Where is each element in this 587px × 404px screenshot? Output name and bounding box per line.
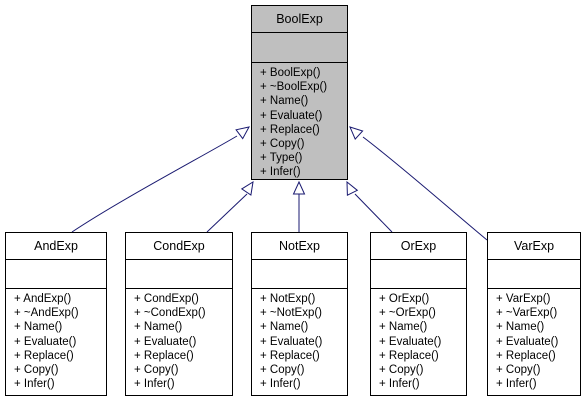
method-item: + BoolExp() <box>260 67 321 79</box>
class-name: OrExp <box>400 239 437 253</box>
method-item: + ~OrExp() <box>379 307 436 320</box>
class-name: BoolExp <box>276 12 323 26</box>
method-item: + Evaluate() <box>260 335 323 348</box>
method-item: + Copy() <box>134 363 179 376</box>
method-item: + Name() <box>260 95 309 108</box>
class-notexp: NotExp + NotExp() + ~NotExp()+ Name()+ Ev… <box>251 232 348 396</box>
method-item: + Name() <box>134 321 183 334</box>
class-varexp: VarExp + VarExp() + ~VarExp()+ Name()+ Ev… <box>487 232 581 396</box>
inheritance-edge-orexp <box>354 193 393 233</box>
class-attributes <box>488 259 580 288</box>
method-item: + Name() <box>379 321 428 334</box>
method-item: + Type() <box>260 152 303 165</box>
method-item: + ~CondExp() <box>134 307 206 320</box>
inheritance-arrowhead <box>240 181 254 196</box>
method-item: + Replace() <box>260 123 320 136</box>
method-item: + Evaluate() <box>14 335 77 348</box>
method-item: + Replace() <box>14 349 74 362</box>
inheritance-arrowhead <box>235 126 250 140</box>
method-item: + Name() <box>496 321 545 334</box>
method-item: + Replace() <box>379 349 439 362</box>
class-methods: + AndExp() + ~AndExp()+ Name()+ Evaluate(… <box>6 288 106 395</box>
method-item: + Evaluate() <box>496 335 559 348</box>
method-item: + Copy() <box>260 363 305 376</box>
inheritance-edge-andexp <box>71 135 238 233</box>
method-item: + ~NotExp() <box>260 307 322 320</box>
class-condexp: CondExp + CondExp()+ ~CondExp()+ Name()+… <box>125 232 233 396</box>
class-andexp: AndExp + AndExp() + ~AndExp()+ Name()+ Ev… <box>5 232 107 396</box>
method-item: + Replace() <box>496 349 556 362</box>
method-item: + Evaluate() <box>134 335 197 348</box>
method-item: + Copy() <box>14 363 59 376</box>
class-attributes <box>252 32 347 62</box>
method-item: + Evaluate() <box>260 109 323 122</box>
method-item: + Copy() <box>260 137 305 150</box>
method-item: + NotExp() <box>260 293 316 305</box>
class-methods: + BoolExp() + ~BoolExp()+ Name()+ Evaluat… <box>252 62 347 179</box>
class-name: VarExp <box>513 239 555 253</box>
inheritance-arrowhead <box>292 180 306 195</box>
method-item: + Name() <box>260 321 309 334</box>
class-name: CondExp <box>153 239 205 253</box>
method-item: + Evaluate() <box>379 335 442 348</box>
method-item: + Name() <box>14 321 63 334</box>
class-methods: + CondExp() + ~CondExp()+ Name()+ Evaluat… <box>126 288 232 395</box>
class-name: AndExp <box>34 239 78 253</box>
class-boolexp: BoolExp + BoolExp()+ ~BoolExp()+ Name()+… <box>251 5 348 180</box>
method-item: + ~VarExp() <box>496 307 558 320</box>
class-orexp: OrExp + OrExp() + ~OrExp()+ Name()+ Evalu… <box>370 232 467 396</box>
method-item: + VarExp() <box>496 293 551 305</box>
method-item: + Infer() <box>260 378 301 391</box>
class-methods: + NotExp() + ~NotExp()+ Name()+ Evaluate(… <box>252 288 347 395</box>
class-attributes <box>371 259 466 288</box>
class-attributes <box>6 259 106 288</box>
class-attributes <box>126 259 232 288</box>
method-item: + OrExp() <box>379 293 430 305</box>
method-item: + Infer() <box>379 378 420 391</box>
method-item: + ~AndExp() <box>14 307 79 320</box>
method-item: + ~BoolExp() <box>260 81 328 94</box>
inheritance-edge-condexp <box>206 193 248 233</box>
method-item: + Infer() <box>496 378 537 391</box>
method-item: + Infer() <box>14 378 55 391</box>
method-item: + Copy() <box>379 363 424 376</box>
inheritance-arrowhead <box>346 180 359 196</box>
method-item: + Infer() <box>260 166 301 179</box>
class-name: NotExp <box>279 239 320 253</box>
method-item: + CondExp() <box>134 293 199 305</box>
method-item: + Copy() <box>496 363 541 376</box>
inheritance-edge-varexp <box>362 136 488 241</box>
method-item: + AndExp() <box>14 293 72 305</box>
method-item: + Replace() <box>134 349 194 362</box>
inheritance-arrowhead <box>349 126 364 141</box>
class-methods: + OrExp()+ ~OrExp()+ Name()+ Evaluate()+… <box>371 288 466 395</box>
class-attributes <box>252 259 347 288</box>
class-methods: + VarExp() + ~VarExp()+ Name()+ Evaluate(… <box>488 288 580 395</box>
method-item: + Infer() <box>134 378 175 391</box>
method-item: + Replace() <box>260 349 320 362</box>
